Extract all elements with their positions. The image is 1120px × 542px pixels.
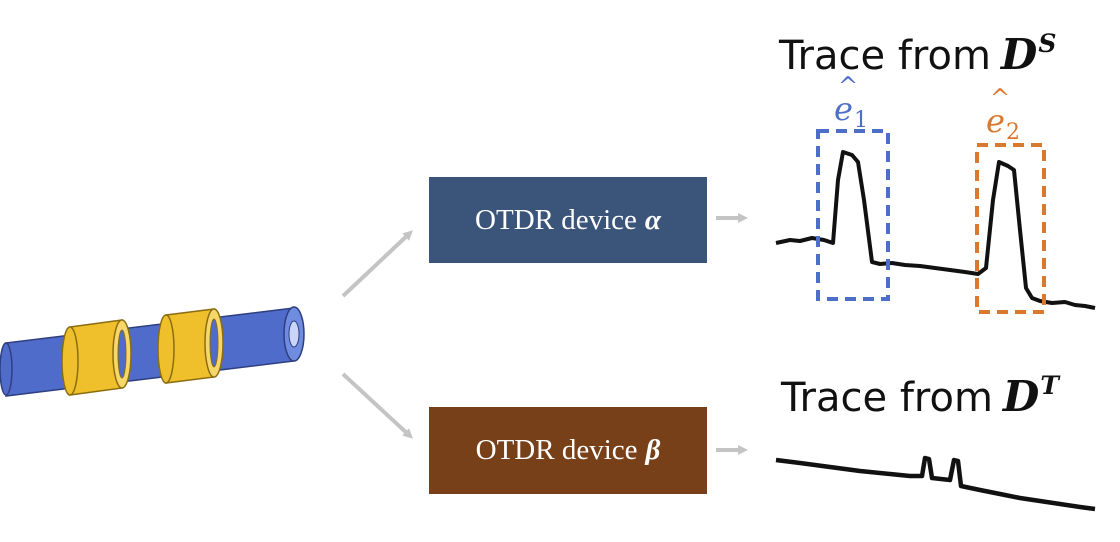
trace-source-line — [775, 150, 1096, 310]
trace-target-var: D — [1002, 372, 1040, 421]
otdr-device-beta: OTDR device β — [429, 407, 707, 494]
device-alpha-label: OTDR device — [475, 203, 637, 236]
connector-sleeve-1 — [61, 319, 132, 396]
trace-target-sup: T — [1040, 371, 1059, 400]
event-box-2 — [975, 143, 1046, 314]
device-alpha-symbol: α — [644, 203, 661, 236]
device-beta-symbol: β — [645, 434, 661, 466]
event-1-letter: e — [834, 72, 858, 128]
arrow-to-beta — [341, 372, 413, 439]
trace-target-line — [775, 455, 1096, 512]
event-1-sub: 1 — [853, 108, 868, 133]
event-2-sub: 2 — [1005, 120, 1020, 145]
trace-source-title-text: Trace from — [779, 33, 991, 79]
event-2-letter: e — [986, 84, 1010, 140]
trace-source-var: D — [1000, 30, 1038, 79]
otdr-device-alpha: OTDR device α — [429, 177, 707, 263]
arrow-to-alpha — [341, 230, 413, 298]
connector-sleeve-2 — [157, 308, 224, 384]
trace-source-sup: S — [1038, 29, 1057, 58]
event-label-2: e2 — [986, 84, 1020, 145]
event-label-1: e1 — [834, 72, 868, 133]
event-box-1 — [816, 129, 890, 301]
trace-target-title-text: Trace from — [781, 375, 993, 421]
fiber-cable-icon — [0, 306, 305, 397]
device-beta-label: OTDR device — [475, 434, 638, 466]
